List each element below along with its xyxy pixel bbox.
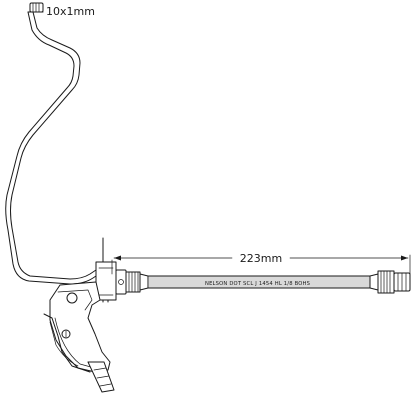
pipe-fitting bbox=[27, 2, 44, 13]
hose-fitting-right bbox=[369, 270, 411, 294]
hose-length-label: 223mm bbox=[240, 252, 282, 265]
hose-fitting-left bbox=[115, 269, 149, 295]
hose-length-dimension bbox=[111, 254, 411, 275]
mounting-bracket bbox=[43, 237, 117, 393]
pipe-thread-label: 10x1mm bbox=[46, 5, 95, 18]
brake-pipe bbox=[5, 11, 100, 285]
flexible-hose bbox=[147, 275, 371, 289]
hose-marking-text: NELSON DOT SCL J 1454 HL 1/8 BOHS bbox=[205, 281, 310, 287]
